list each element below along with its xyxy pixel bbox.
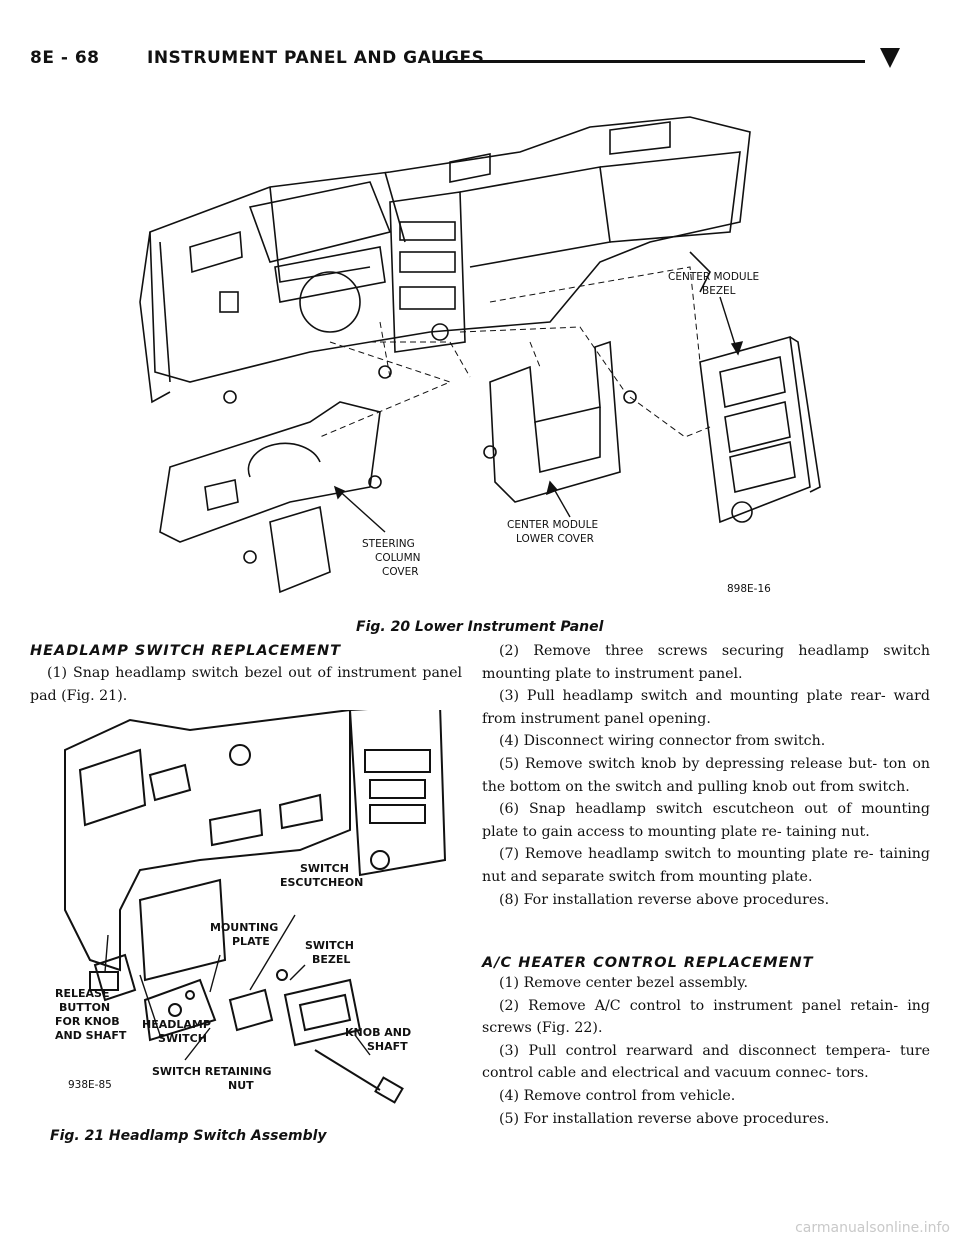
ac-steps: (1) Remove center bezel assembly. (2) Re… [482, 972, 930, 1130]
label-knob-and-shaft-1: KNOB AND [345, 1026, 411, 1039]
label-switch-retaining-nut-2: NUT [228, 1079, 254, 1092]
figure-20-caption: Fig. 20 Lower Instrument Panel [356, 619, 604, 635]
label-release-button-4: AND SHAFT [55, 1029, 127, 1042]
ac-step-4: (4) Remove control from vehicle. [499, 1087, 736, 1104]
ac-step-3: (3) Pull control rearward and disconnect… [482, 1042, 930, 1082]
ac-step-2: (2) Remove A/C control to instrument pan… [482, 997, 930, 1037]
headlamp-step-1-text: (1) Snap headlamp switch bezel out of in… [30, 665, 462, 704]
figure-20-drawing: CENTER MODULE BEZEL CENTER MODULE LOWER … [139, 116, 821, 595]
label-switch-retaining-nut-1: SWITCH RETAINING [152, 1065, 272, 1078]
label-headlamp-switch-1: HEADLAMP [142, 1018, 211, 1031]
dashboard-illustration [139, 116, 821, 594]
headlamp-step-4: (4) Disconnect wiring connector from swi… [499, 733, 826, 750]
figure-20-lower-instrument-panel: CENTER MODULE BEZEL CENTER MODULE LOWER … [130, 92, 870, 612]
page-number: 8E - 68 [30, 48, 100, 68]
figure-21-headlamp-switch-assembly: SWITCH ESCUTCHEON MOUNTING PLATE SWITCH … [50, 710, 460, 1120]
right-column: (2) Remove three screws securing headlam… [482, 640, 930, 911]
label-release-button-3: FOR KNOB [55, 1015, 120, 1028]
label-release-button-1: RELEASE [55, 987, 109, 1000]
label-arrows [333, 296, 744, 533]
headlamp-step-3: (3) Pull headlamp switch and mounting pl… [482, 688, 930, 727]
figure-21-caption: Fig. 21 Headlamp Switch Assembly [50, 1128, 327, 1144]
label-center-module-lower-cover-2: LOWER COVER [516, 533, 594, 545]
figure-21-code: 938E-85 [68, 1079, 112, 1091]
header-rule [433, 60, 865, 63]
label-release-button-2: BUTTON [59, 1001, 110, 1014]
label-steering-column-cover-1: STEERING [362, 538, 415, 550]
assembly-leader-lines [319, 266, 711, 438]
label-steering-column-cover-2: COLUMN [375, 552, 421, 564]
label-steering-column-cover-3: COVER [382, 566, 419, 578]
ac-heater-control-heading: A/C HEATER CONTROL REPLACEMENT [482, 955, 814, 971]
watermark: carmanualsonline.info [795, 1220, 950, 1236]
ac-step-5: (5) For installation reverse above proce… [499, 1110, 830, 1127]
label-center-module-bezel-2: BEZEL [702, 285, 736, 297]
page-header: 8E - 68 INSTRUMENT PANEL AND GAUGES [30, 30, 930, 70]
label-switch-bezel-2: BEZEL [312, 953, 350, 966]
headlamp-step-8: (8) For installation reverse above proce… [499, 891, 830, 908]
ac-step-1: (1) Remove center bezel assembly. [499, 975, 748, 991]
label-switch-escutcheon-2: ESCUTCHEON [280, 876, 363, 889]
label-center-module-lower-cover-1: CENTER MODULE [507, 519, 598, 531]
figure-20-code: 898E-16 [727, 583, 771, 595]
headlamp-step-5: (5) Remove switch knob by depressing rel… [482, 755, 930, 795]
label-mounting-plate-1: MOUNTING [210, 921, 278, 934]
headlamp-step-2: (2) Remove three screws securing headlam… [482, 643, 930, 682]
headlamp-switch-illustration [64, 710, 447, 1104]
headlamp-switch-heading: HEADLAMP SWITCH REPLACEMENT [30, 643, 342, 659]
label-switch-escutcheon-1: SWITCH [300, 862, 349, 875]
label-mounting-plate-2: PLATE [232, 935, 270, 948]
headlamp-step-1: (1) Snap headlamp switch bezel out of in… [30, 662, 462, 707]
label-headlamp-switch-2: SWITCH [158, 1032, 207, 1045]
label-pointers [104, 914, 371, 1061]
figure-21-drawing: SWITCH ESCUTCHEON MOUNTING PLATE SWITCH … [55, 710, 447, 1104]
label-switch-bezel-1: SWITCH [305, 939, 354, 952]
section-title: INSTRUMENT PANEL AND GAUGES [147, 48, 485, 68]
headlamp-step-7: (7) Remove headlamp switch to mounting p… [482, 846, 930, 885]
chrysler-pentastar-icon [880, 48, 900, 68]
label-knob-and-shaft-2: SHAFT [367, 1040, 408, 1053]
headlamp-step-6: (6) Snap headlamp switch escutcheon out … [482, 801, 930, 840]
label-center-module-bezel-1: CENTER MODULE [668, 271, 759, 283]
